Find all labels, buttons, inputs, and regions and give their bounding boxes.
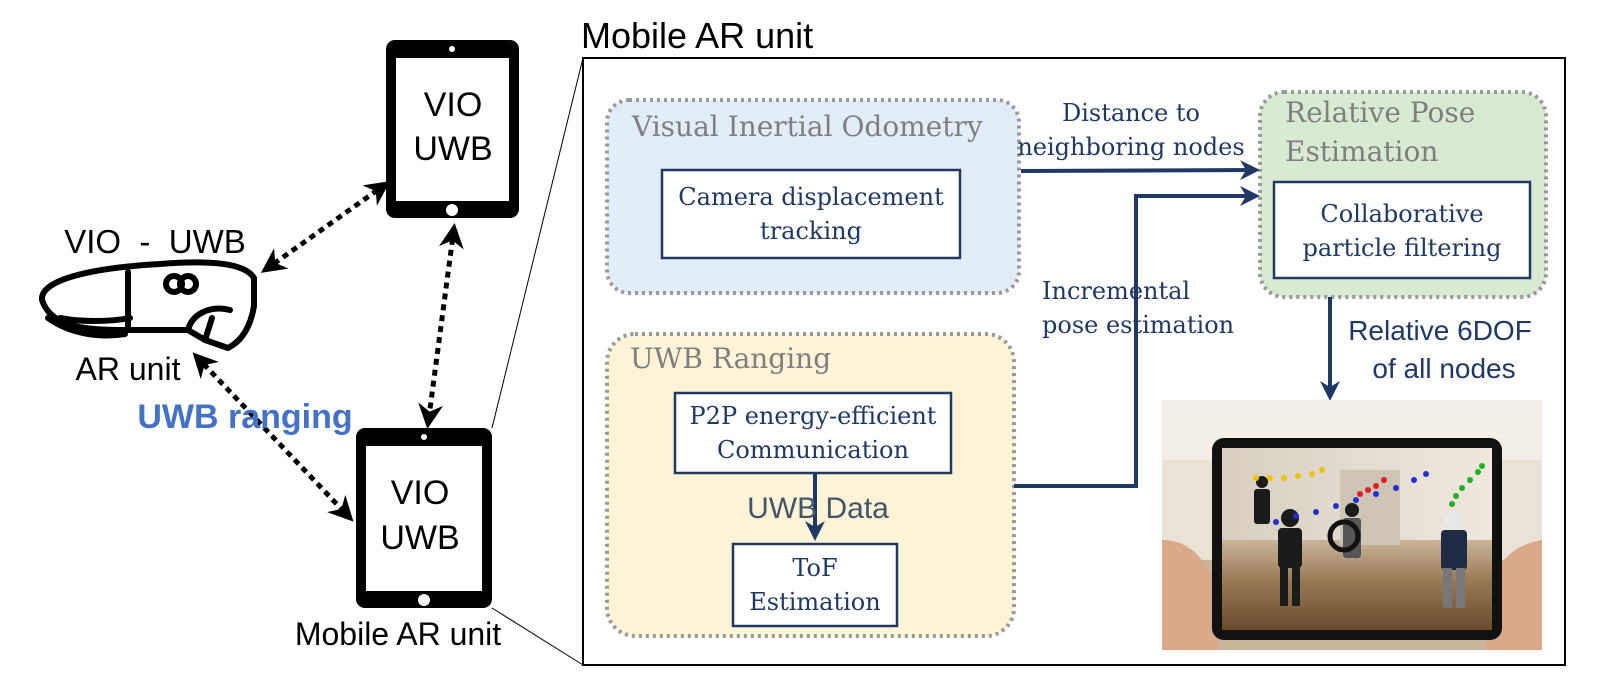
- p2p-box: [673, 391, 953, 475]
- tablet-top-line2: UWB: [413, 130, 492, 168]
- incremental-line1: Incremental: [1042, 277, 1190, 305]
- tof-box: [731, 542, 899, 628]
- link-tablet-top-tablet-bottom: [418, 223, 464, 429]
- ranging-label: UWB ranging: [137, 398, 352, 436]
- tablet-top-icon: [386, 40, 519, 218]
- distance-label-line1: Distance to: [1062, 99, 1200, 127]
- panel-frame: [582, 57, 1566, 666]
- output-line1: Relative 6DOF: [1348, 315, 1532, 346]
- uwb-group-title: UWB Ranging: [630, 342, 831, 375]
- rpe-title-line1: Relative Pose: [1285, 96, 1475, 129]
- incremental-line2: pose estimation: [1042, 311, 1234, 339]
- panel-title: Mobile AR unit: [581, 15, 813, 56]
- ar-demo-photo: [1162, 400, 1542, 650]
- headset-icon: [39, 259, 257, 351]
- uwb-data-label: UWB Data: [747, 492, 889, 525]
- headset-caption: AR unit: [76, 351, 181, 387]
- camera-tracking-box: [660, 168, 962, 260]
- link-headset-tablet-bottom: [192, 352, 354, 522]
- tablet-bottom-icon: [356, 428, 492, 608]
- zoom-line-bottom: [491, 607, 584, 666]
- tablet-top-line1: VIO: [424, 86, 483, 124]
- vio-group-title: Visual Inertial Odometry: [631, 110, 983, 143]
- cpf-line1: Collaborative: [1320, 200, 1483, 228]
- cpf-box: [1272, 180, 1532, 280]
- tablet-bottom-line2: UWB: [380, 519, 459, 557]
- tablet-bottom-line1: VIO: [391, 474, 450, 512]
- link-headset-tablet-top: [260, 181, 391, 273]
- zoom-line-top: [491, 57, 584, 429]
- distance-label-line2: neighboring nodes: [1017, 133, 1244, 161]
- tof-line1: ToF: [792, 554, 837, 582]
- camera-tracking-line1: Camera displacement: [678, 183, 944, 211]
- vio-to-rpe-arrow: [1020, 160, 1260, 181]
- uwb-to-rpe-arrow: [1014, 186, 1260, 488]
- p2p-line1: P2P energy-efficient: [690, 402, 937, 430]
- tof-line2: Estimation: [749, 588, 880, 616]
- output-line2: of all nodes: [1372, 353, 1515, 384]
- rpe-title-line2: Estimation: [1285, 135, 1438, 168]
- tablet-bottom-caption: Mobile AR unit: [295, 616, 501, 652]
- headset-label: VIO - UWB: [64, 223, 246, 260]
- camera-tracking-line2: tracking: [760, 217, 862, 245]
- cpf-line2: particle filtering: [1303, 234, 1502, 262]
- p2p-line2: Communication: [717, 436, 909, 464]
